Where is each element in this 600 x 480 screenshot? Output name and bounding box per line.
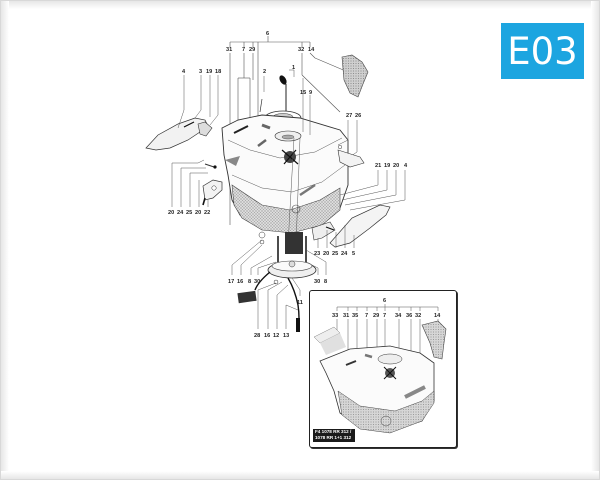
inset-callout-7: 7 xyxy=(365,313,368,319)
inset-svg: 6 33 31 35 7 29 7 34 36 32 14 xyxy=(313,298,447,434)
decal-shape xyxy=(341,54,369,98)
callout-29: 29 xyxy=(249,47,255,53)
callout-25: 25 xyxy=(186,210,192,216)
callout-4b: 4 xyxy=(404,163,408,169)
model-code-box: F4 1078 RR 312 / 1078 RR 1+1 312 xyxy=(313,429,355,442)
frame-shadow-left xyxy=(0,0,9,480)
callout-16: 16 xyxy=(237,279,243,285)
inset-variant-diagram: 6 33 31 35 7 29 7 34 36 32 14 xyxy=(309,290,457,448)
callout-6: 6 xyxy=(266,31,269,37)
callout-20: 20 xyxy=(393,163,399,169)
callout-15: 15 xyxy=(300,90,306,96)
left-side-panel xyxy=(145,117,209,151)
frame-shadow-top xyxy=(0,0,600,9)
callout-28: 28 xyxy=(254,333,260,339)
callout-30b: 30 xyxy=(314,279,320,285)
callout-5: 5 xyxy=(352,251,355,257)
callout-24b: 24 xyxy=(341,251,348,257)
inset-callout-36: 36 xyxy=(406,313,412,319)
callout-31: 31 xyxy=(226,47,232,53)
callout-27: 27 xyxy=(346,113,352,119)
callout-8: 8 xyxy=(248,279,251,285)
cap-part xyxy=(279,75,287,85)
callout-16b: 16 xyxy=(264,333,270,339)
inset-callout-7b: 7 xyxy=(383,313,386,319)
callout-19: 19 xyxy=(206,69,212,75)
callout-4: 4 xyxy=(182,69,186,75)
callout-22: 22 xyxy=(204,210,210,216)
callout-11: 11 xyxy=(297,300,303,306)
callout-20c: 20 xyxy=(195,210,201,216)
top-bracket xyxy=(229,36,349,225)
callout-14: 14 xyxy=(308,47,315,53)
callout-1: 1 xyxy=(292,65,295,71)
callout-12: 12 xyxy=(273,333,279,339)
callout-3: 3 xyxy=(199,69,202,75)
callout-20b: 20 xyxy=(168,210,174,216)
callout-2: 2 xyxy=(263,69,266,75)
callout-17: 17 xyxy=(228,279,234,285)
inset-callout-6: 6 xyxy=(383,298,386,304)
inset-callout-34: 34 xyxy=(395,313,402,319)
inset-callout-labels: 6 33 31 35 7 29 7 34 36 32 14 xyxy=(332,298,441,319)
callout-23: 23 xyxy=(314,251,320,257)
callout-20d: 20 xyxy=(323,251,329,257)
callout-30: 30 xyxy=(254,279,260,285)
callout-21: 21 xyxy=(375,163,381,169)
inset-callout-32: 32 xyxy=(415,313,421,319)
callout-7: 7 xyxy=(242,47,245,53)
frame-shadow-right xyxy=(591,0,600,480)
frame-shadow-bottom xyxy=(0,471,600,480)
inset-callout-35: 35 xyxy=(352,313,358,319)
callout-18: 18 xyxy=(215,69,221,75)
callout-13: 13 xyxy=(283,333,289,339)
callout-32: 32 xyxy=(298,47,304,53)
callout-19b: 19 xyxy=(384,163,390,169)
callout-9: 9 xyxy=(309,90,312,96)
model-code-line-2: 1078 RR 1+1 312 xyxy=(315,435,352,440)
fuel-pump xyxy=(285,232,303,254)
callout-24: 24 xyxy=(177,210,184,216)
model-code-line-1: F4 1078 RR 312 / xyxy=(315,429,352,434)
section-code-badge: E03 xyxy=(501,23,584,79)
inset-callout-33: 33 xyxy=(332,313,338,319)
connector xyxy=(237,290,257,304)
callout-25b: 25 xyxy=(332,251,338,257)
inset-callout-31: 31 xyxy=(343,313,349,319)
callout-labels: 6 31 7 29 32 14 4 3 19 18 2 1 15 9 27 26… xyxy=(168,31,408,339)
inset-callout-14: 14 xyxy=(434,313,441,319)
callout-8b: 8 xyxy=(324,279,327,285)
callout-26: 26 xyxy=(355,113,361,119)
inset-decal xyxy=(421,320,447,360)
inset-callout-29: 29 xyxy=(373,313,379,319)
right-side-panel xyxy=(329,204,391,248)
